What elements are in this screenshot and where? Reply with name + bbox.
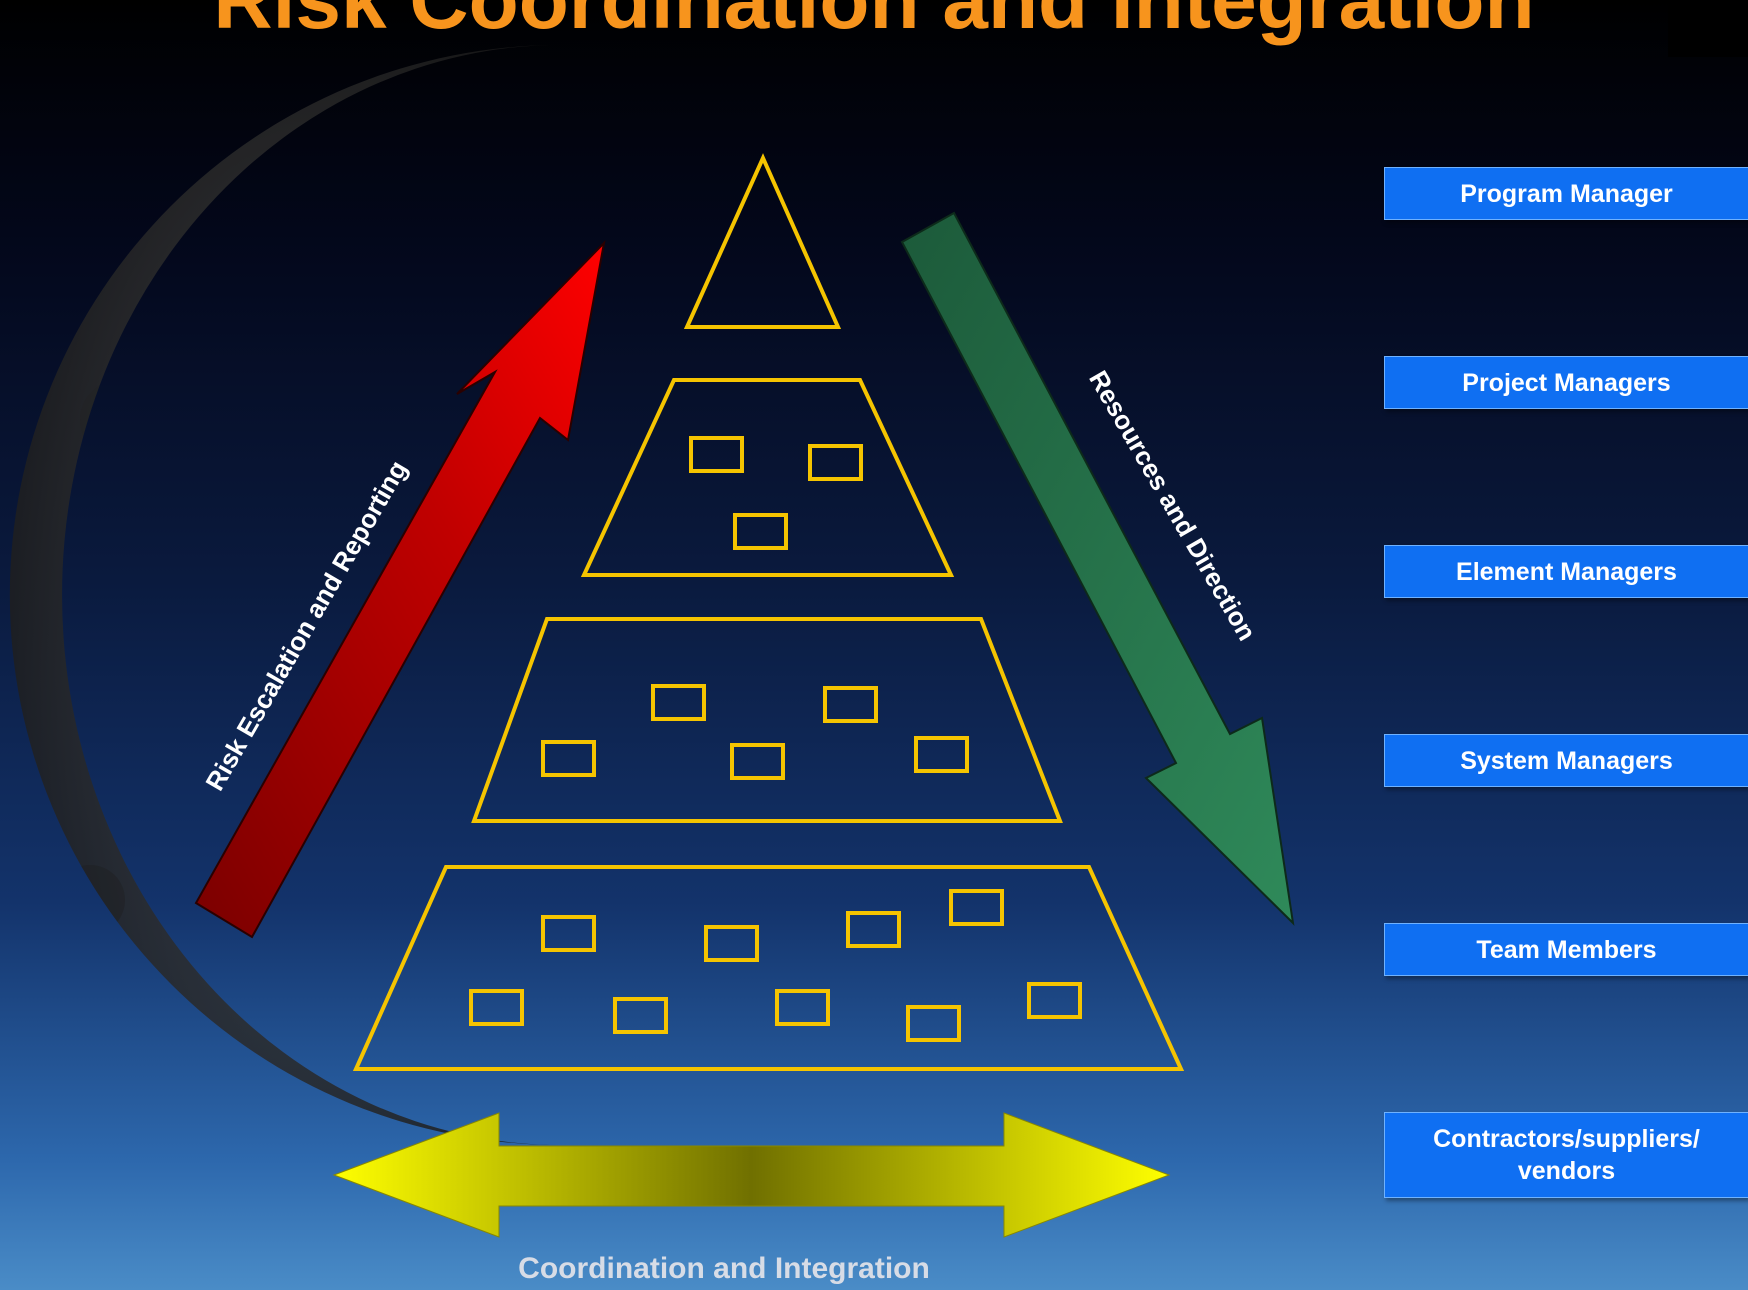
resources-direction-arrow: Resources and Direction: [900, 211, 1295, 926]
role-system-managers[interactable]: System Managers: [1384, 734, 1748, 787]
coordination-integration-arrow: [332, 1112, 1171, 1238]
base-box: [541, 915, 596, 952]
role-team-members[interactable]: Team Members: [1384, 923, 1748, 976]
pyramid-tier-base: [352, 865, 1185, 1071]
role-project-managers[interactable]: Project Managers: [1384, 356, 1748, 409]
base-box: [775, 989, 830, 1026]
tier3-box: [651, 684, 706, 721]
risk-escalation-arrow: Risk Escalation and Reporting: [194, 239, 606, 939]
base-box: [906, 1005, 961, 1042]
moon-crescent: [9, 44, 560, 1145]
base-box: [1027, 982, 1082, 1019]
tier3-box: [823, 686, 878, 723]
pyramid-tier-top: [683, 153, 842, 329]
base-box: [613, 997, 668, 1034]
tier2-box: [733, 513, 788, 550]
base-box: [469, 989, 524, 1026]
role-element-managers[interactable]: Element Managers: [1384, 545, 1748, 598]
corner-block: [1668, 0, 1748, 57]
team-boxes: [469, 436, 1082, 1042]
tier3-box: [730, 743, 785, 780]
pyramid-tier-second: [580, 378, 955, 577]
tier2-box: [689, 436, 744, 473]
role-program-manager[interactable]: Program Manager: [1384, 167, 1748, 220]
coordination-integration-label: Coordination and Integration: [518, 1252, 930, 1285]
role-contractors-suppliers-vendors[interactable]: Contractors/suppliers/ vendors: [1384, 1112, 1748, 1198]
tier3-box: [541, 740, 596, 777]
base-box: [846, 911, 901, 948]
tier2-box: [808, 444, 863, 481]
tier3-box: [914, 736, 969, 773]
base-box: [949, 889, 1004, 926]
base-box: [704, 925, 759, 962]
pyramid-tier-third: [471, 617, 1063, 823]
pyramid: [352, 153, 1185, 1071]
page-title: Risk Coordination and Integration: [213, 0, 1535, 46]
